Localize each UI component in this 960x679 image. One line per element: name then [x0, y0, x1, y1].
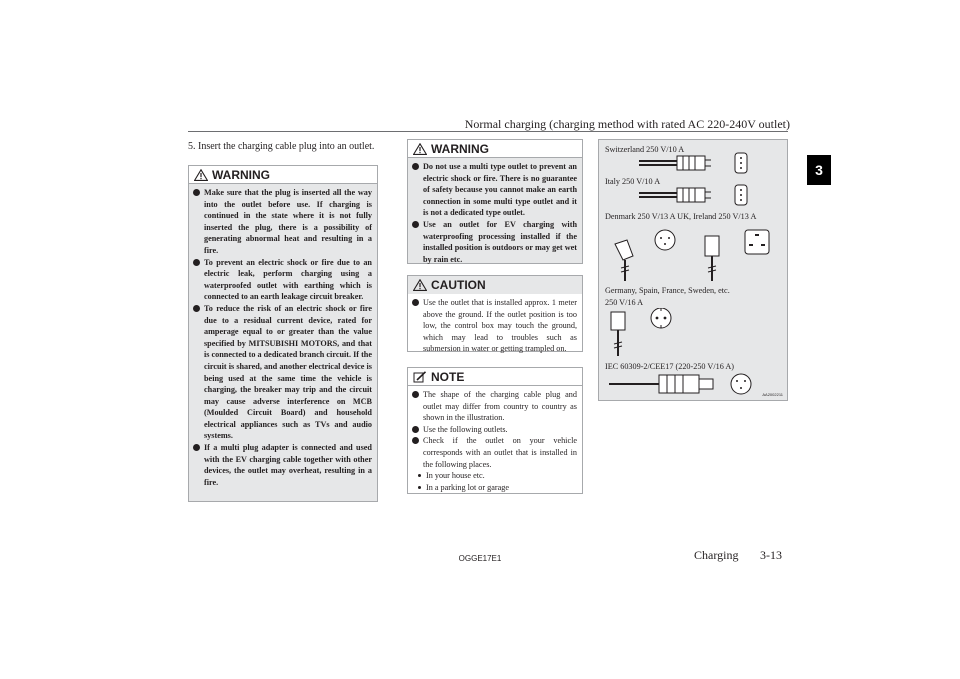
step-text: Insert the charging cable plug into an o…	[198, 141, 375, 152]
bullet-icon	[193, 189, 200, 196]
warning-item: Use an outlet for EV charging with water…	[412, 219, 577, 265]
warning-box-2: WARNING Do not use a multi type outlet t…	[407, 139, 583, 264]
warning-item: If a multi plug adapter is connected and…	[193, 442, 372, 488]
warning-header: WARNING	[189, 166, 377, 184]
bullet-icon	[412, 425, 419, 433]
bullet-icon	[412, 220, 419, 228]
bullet-icon	[193, 258, 200, 266]
caution-triangle-icon	[413, 279, 427, 291]
warning-header: WARNING	[408, 140, 582, 158]
note-sub-item: In a parking lot or garage	[412, 482, 577, 494]
bullet-icon	[412, 437, 419, 445]
warning-item: Make sure that the plug is inserted all …	[193, 187, 372, 257]
sub-bullet-icon	[418, 474, 421, 478]
note-header: NOTE	[408, 368, 582, 386]
note-sub-item: In your house etc.	[412, 470, 577, 482]
running-header: Normal charging (charging method with ra…	[464, 117, 790, 131]
caution-header: CAUTION	[408, 276, 582, 294]
bullet-icon	[412, 391, 419, 398]
bullet-icon	[412, 163, 419, 170]
label-italy: Italy 250 V/10 A	[605, 177, 661, 186]
warning-triangle-icon	[194, 168, 208, 181]
note-item: Check if the outlet on your vehicle corr…	[412, 435, 577, 470]
warning-item: Do not use a multi type outlet to preven…	[412, 161, 577, 219]
sub-bullet-icon	[418, 485, 421, 489]
denmark-uk-plug-icon	[614, 229, 770, 281]
warning-triangle-icon	[413, 142, 427, 155]
page-number: 3-13	[760, 548, 782, 562]
warning-item: To prevent an electric shock or fire due…	[193, 257, 372, 303]
warning-title: WARNING	[431, 141, 489, 156]
column-left: 5. Insert the charging cable plug into a…	[188, 139, 378, 502]
step-5: 5. Insert the charging cable plug into a…	[188, 141, 378, 153]
outlet-illustration: Switzerland 250 V/10 A Italy 250 V/10 A …	[598, 139, 788, 401]
caution-box: CAUTION Use the outlet that is installed…	[407, 275, 583, 355]
caution-item: Use the outlet that is installed approx.…	[412, 297, 577, 355]
bullet-icon	[193, 304, 200, 312]
italy-plug-icon	[639, 184, 748, 206]
warning-title: WARNING	[212, 167, 270, 182]
schuko-plug-icon	[610, 308, 672, 356]
note-title: NOTE	[431, 369, 465, 384]
document-code: OGGE17E1	[458, 554, 502, 563]
iec-plug-icon	[609, 373, 752, 395]
bullet-icon	[412, 299, 419, 306]
chapter-tab[interactable]: 3	[807, 155, 831, 185]
label-germany: Germany, Spain, France, Sweden, etc.	[605, 286, 730, 295]
switzerland-plug-icon	[639, 152, 748, 174]
label-iec: IEC 60309-2/CEE17 (220-250 V/16 A)	[605, 362, 735, 371]
caution-title: CAUTION	[431, 278, 486, 292]
label-denmark-uk: Denmark 250 V/13 A UK, Ireland 250 V/13 …	[605, 212, 757, 221]
figure-code: AA2002211	[762, 392, 783, 397]
label-switzerland: Switzerland 250 V/10 A	[605, 145, 685, 154]
label-germany-rating: 250 V/16 A	[605, 298, 644, 307]
warning-item: To reduce the risk of an electric shock …	[193, 303, 372, 442]
note-item: Use the following outlets.	[412, 424, 577, 436]
header-rule	[188, 131, 788, 132]
column-middle: WARNING Do not use a multi type outlet t…	[407, 139, 583, 494]
footer-section: Charging	[694, 548, 739, 562]
bullet-icon	[193, 444, 200, 452]
note-item: The shape of the charging cable plug and…	[412, 389, 577, 424]
step-number: 5.	[188, 141, 196, 152]
warning-box: WARNING Make sure that the plug is inser…	[188, 165, 378, 502]
note-pencil-icon	[413, 370, 427, 382]
note-box: NOTE The shape of the charging cable plu…	[407, 367, 583, 494]
